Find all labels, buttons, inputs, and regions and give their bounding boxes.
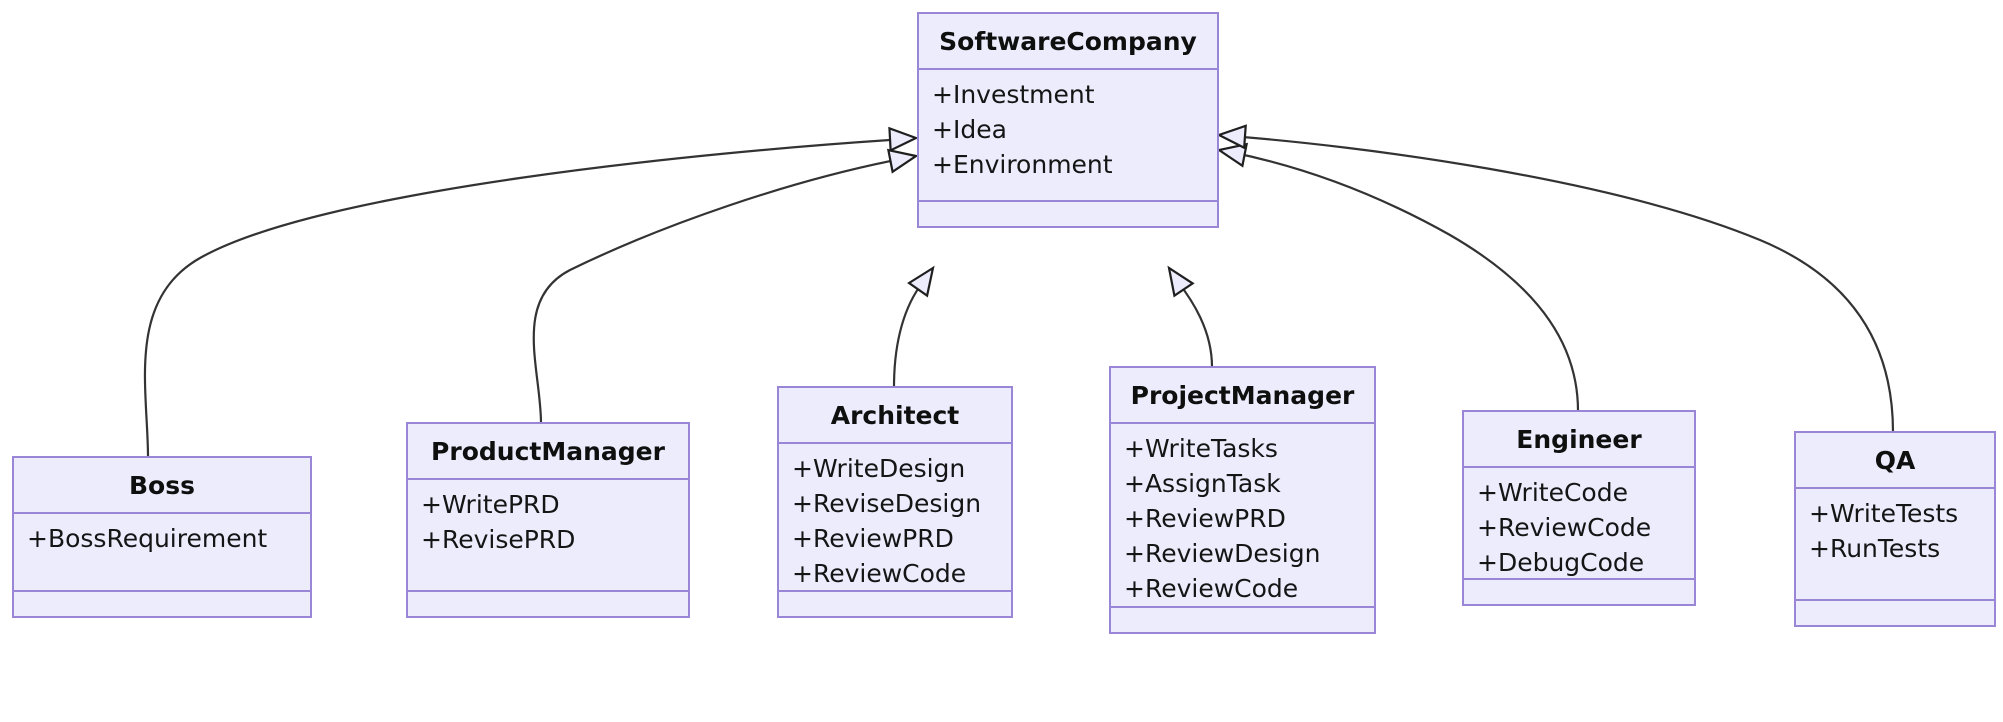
class-name-label: SoftwareCompany [939, 27, 1197, 56]
class-attribute: +WriteDesign [792, 454, 965, 483]
generalization-edge-boss-to-softwarecompany [143, 126, 919, 458]
class-name-label: ProjectManager [1131, 381, 1355, 410]
class-box-qa[interactable]: QA +WriteTests +RunTests [1794, 431, 1996, 627]
class-attribute: +WriteCode [1477, 478, 1628, 507]
class-attribute: +ReviewCode [1124, 574, 1298, 603]
edge-line [532, 156, 907, 424]
class-attribute: +AssignTask [1124, 469, 1281, 498]
class-attribute: +WritePRD [421, 490, 560, 519]
class-name-label: Boss [129, 471, 195, 500]
class-attribute: +ReviewPRD [1124, 504, 1286, 533]
class-name-label: Engineer [1516, 425, 1642, 454]
class-attribute: +RevisePRD [421, 525, 575, 554]
edge-line [1229, 134, 1895, 433]
class-name-label: ProductManager [431, 437, 666, 466]
class-attribute: +DebugCode [1477, 548, 1644, 577]
class-attribute: +ReviewDesign [1124, 539, 1320, 568]
class-attribute: +WriteTasks [1124, 434, 1278, 463]
class-box-frame [406, 422, 690, 618]
generalization-edge-productmanager-to-softwarecompany [532, 148, 919, 424]
class-box-frame [777, 386, 1013, 618]
generalization-edge-projectmanager-to-softwarecompany [1167, 265, 1214, 368]
generalization-edge-qa-to-softwarecompany [1216, 124, 1895, 433]
class-box-productmanager[interactable]: ProductManager +WritePRD +RevisePRD [406, 422, 690, 618]
classes-layer: SoftwareCompany +Investment +Idea +Environm… [12, 12, 1996, 634]
inheritance-arrowhead-icon [888, 126, 919, 153]
class-box-projectmanager[interactable]: ProjectManager +WriteTasks +AssignTask +Rev… [1109, 366, 1376, 634]
class-attribute: +BossRequirement [27, 524, 267, 553]
inheritance-arrowhead-icon [1216, 142, 1249, 168]
class-box-boss[interactable]: Boss +BossRequirement [12, 456, 312, 618]
class-box-frame [1462, 410, 1696, 606]
class-box-engineer[interactable]: Engineer +WriteCode +ReviewCode +DebugCode [1462, 410, 1696, 606]
class-attribute: +ReviewCode [1477, 513, 1651, 542]
inheritance-arrowhead-icon [1216, 124, 1247, 150]
class-attribute: +ReviewCode [792, 559, 966, 588]
edge-line [1229, 150, 1580, 412]
edge-line [1177, 281, 1214, 368]
class-name-label: Architect [831, 401, 960, 430]
class-box-frame [1794, 431, 1996, 627]
class-name-label: QA [1875, 446, 1916, 475]
class-attribute: +ReviseDesign [792, 489, 981, 518]
inheritance-arrowhead-icon [1167, 265, 1195, 298]
class-attribute: +WriteTests [1809, 499, 1958, 528]
class-attribute: +Environment [932, 150, 1113, 179]
class-box-frame [1109, 366, 1376, 634]
edge-line [892, 281, 924, 388]
class-box-softwarecompany[interactable]: SoftwareCompany +Investment +Idea +Environm… [917, 12, 1219, 228]
class-box-architect[interactable]: Architect +WriteDesign +ReviseDesign +Revie… [777, 386, 1013, 618]
edges-layer [143, 124, 1895, 458]
edge-line [143, 137, 907, 458]
generalization-edge-architect-to-softwarecompany [892, 265, 935, 388]
class-attribute: +Idea [932, 115, 1007, 144]
inheritance-arrowhead-icon [886, 148, 919, 174]
class-attribute: +Investment [932, 80, 1095, 109]
class-box-frame [917, 12, 1219, 228]
inheritance-arrowhead-icon [907, 265, 935, 298]
class-attribute: +RunTests [1809, 534, 1940, 563]
generalization-edge-engineer-to-softwarecompany [1216, 142, 1580, 412]
class-attribute: +ReviewPRD [792, 524, 954, 553]
